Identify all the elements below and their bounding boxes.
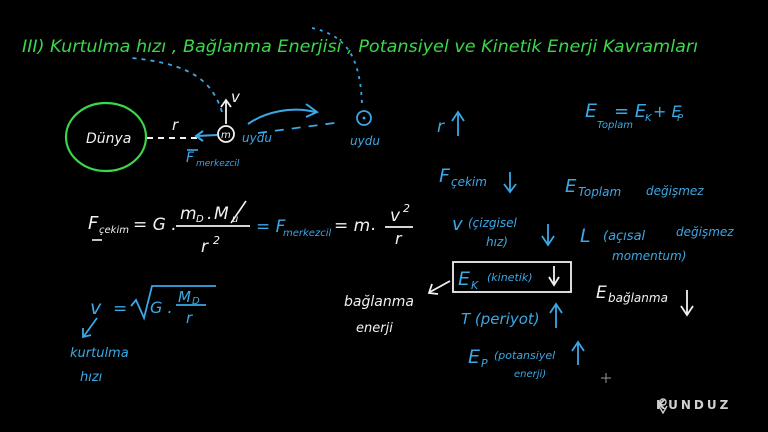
right-l-note3: değişmez	[676, 225, 734, 239]
right-etop2: E	[565, 176, 577, 197]
page-title: III) Kurtulma hızı , Bağlanma Enerjisi ,…	[22, 37, 698, 57]
mid-ek: E	[458, 268, 470, 290]
binding-line1: bağlanma	[344, 294, 414, 310]
far-satellite	[356, 110, 372, 126]
mid-v-note1: (çizgisel	[468, 216, 517, 230]
earth-circle	[64, 101, 148, 173]
eq-num2: M	[214, 204, 229, 224]
eq-v: v	[390, 206, 401, 226]
right-etop2-note: değişmez	[646, 184, 704, 198]
mid-ep: E	[468, 346, 480, 368]
eq-num: m	[180, 204, 197, 224]
eq-lhs-sub: çekim	[99, 225, 129, 236]
esc-v: v	[90, 297, 102, 319]
eq-num-dot: .	[207, 204, 212, 224]
mid-ep-note2: enerji)	[514, 369, 546, 380]
eq-g: = G .	[133, 215, 177, 235]
mid-f: F	[439, 165, 451, 187]
eq-m: = m	[334, 216, 370, 236]
earth-label: Dünya	[86, 131, 131, 147]
eq-f: = F	[256, 217, 286, 237]
esc-den: r	[186, 309, 193, 327]
right-l-note1: (açısal	[603, 229, 646, 244]
right-plus: + E	[653, 102, 682, 121]
eq-den-sup: 2	[213, 234, 220, 247]
mid-ep-note1: (potansiyel	[494, 349, 555, 362]
eq-num-sub: D	[196, 214, 204, 225]
mid-v-note2: hız)	[486, 235, 508, 249]
satellite-circle	[217, 125, 235, 143]
force-sub: merkezcil	[196, 159, 240, 169]
kinetic-energy-box	[452, 261, 572, 293]
mid-ek-sub: K	[471, 279, 479, 292]
esc-eq: =	[113, 299, 127, 319]
esc-label1: kurtulma	[70, 346, 129, 361]
dotted-trajectory	[311, 27, 363, 105]
orbit-arrow	[247, 108, 316, 125]
far-satellite-label: uydu	[350, 134, 380, 148]
esc-label2: hızı	[80, 370, 103, 385]
mass-label: m	[221, 130, 231, 141]
far-satellite-line	[257, 121, 343, 134]
mid-t: T (periyot)	[461, 310, 540, 328]
cursor-icon	[601, 373, 611, 383]
mid-v: v	[452, 214, 463, 235]
eq-num2-sub: u	[232, 214, 238, 225]
right-eq: = E	[614, 101, 647, 122]
kunduz-logo-icon	[658, 398, 668, 414]
eq-v-sup: 2	[403, 202, 410, 215]
force-label: F	[186, 150, 195, 166]
right-eb-sub: bağlanma	[608, 291, 668, 305]
binding-line2: enerji	[356, 321, 393, 336]
velocity-label: v	[231, 88, 241, 106]
right-etop-sub: Toplam	[597, 120, 633, 131]
kunduz-logo: KUNDUZ	[656, 398, 732, 414]
eq-dot: .	[371, 215, 376, 235]
eq-den2: r	[395, 229, 403, 248]
right-etop: E	[585, 100, 597, 122]
right-ek-sub: K	[645, 113, 653, 124]
radius-label: r	[172, 116, 179, 134]
right-l-note2: momentum)	[612, 249, 686, 263]
force-arrow	[196, 134, 218, 137]
kunduz-logo-text: KUNDUZ	[656, 398, 732, 412]
right-eb: E	[596, 283, 607, 303]
esc-num: M	[178, 288, 191, 306]
mid-ek-note: (kinetik)	[487, 271, 533, 284]
right-l: L	[580, 225, 591, 247]
right-etop2-sub: Toplam	[578, 185, 621, 199]
mid-ep-sub: P	[481, 357, 488, 370]
eq-lhs: F	[88, 213, 99, 234]
esc-g: G .	[150, 298, 173, 317]
satellite-label: uydu	[242, 131, 272, 145]
eq-mid-sub: merkezcil	[283, 228, 331, 239]
escape-trajectory	[131, 57, 223, 113]
mid-f-sub: çekim	[451, 175, 487, 189]
right-ep-sub: P	[677, 113, 684, 124]
eq-den: r	[201, 237, 209, 257]
esc-num-sub: D	[192, 296, 200, 307]
sqrt-sign	[130, 285, 216, 321]
mid-r: r	[437, 117, 445, 137]
